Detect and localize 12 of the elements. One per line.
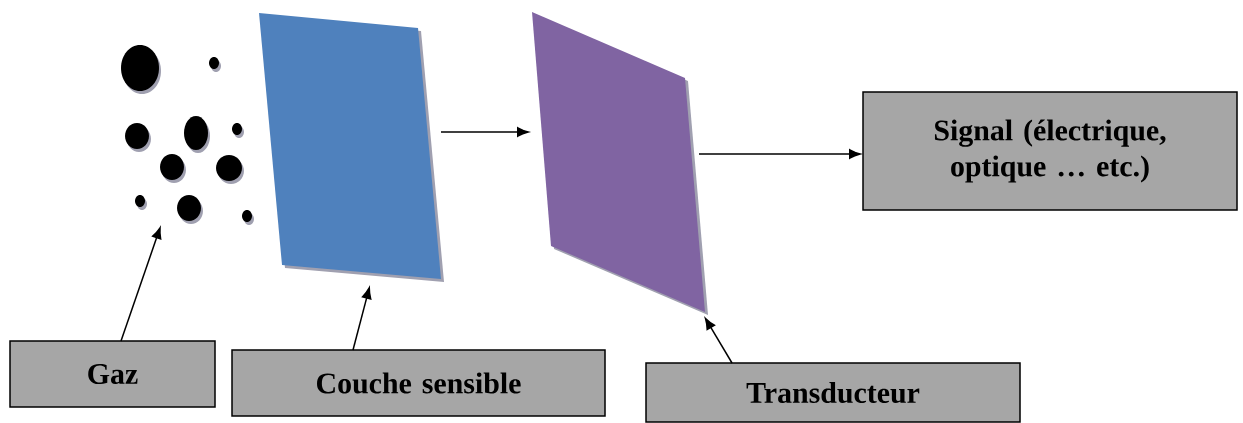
arrow [698,149,861,159]
arrow [440,127,529,137]
label-box: Signal (électrique, optique … etc.) [862,91,1238,211]
gas-particles-drawing [121,45,254,225]
layer-plate [259,13,444,282]
arrow [120,227,162,342]
label-box: Couche sensible [231,349,606,417]
arrow [352,287,372,351]
label-box: Transducteur [645,362,1021,423]
label-box: Gaz [9,340,216,408]
arrow [704,317,733,364]
layer-plate [532,12,708,315]
